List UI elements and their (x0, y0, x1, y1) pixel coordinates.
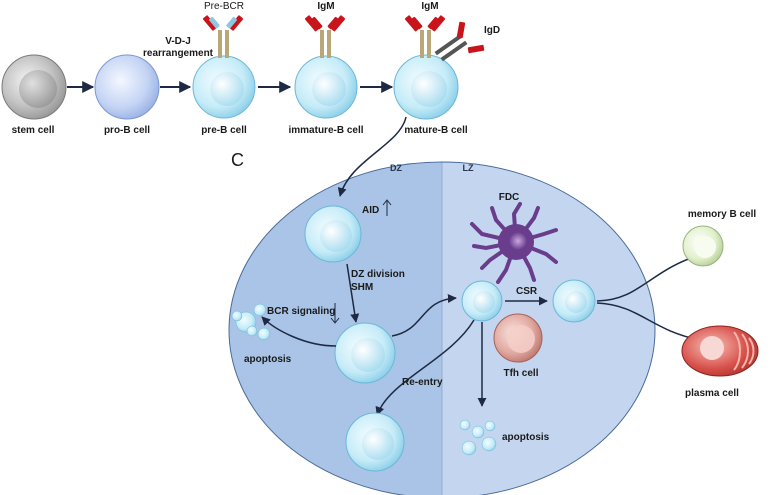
stem-cell-label: stem cell (12, 125, 55, 136)
arrow-mature-into-gc (337, 116, 407, 197)
csr-label: CSR (516, 286, 538, 297)
igm-label-mature: IgM (421, 1, 438, 12)
igm-receptor-mature (404, 15, 446, 58)
igm-label-immature: IgM (317, 1, 334, 12)
bcr-down-arrow (330, 303, 340, 324)
pro-b-cell-label: pro-B cell (104, 125, 150, 136)
rearrangement-label: rearrangement (143, 48, 214, 59)
pre-b-cell-label: pre-B cell (201, 125, 247, 136)
plasma-cell-label: plasma cell (685, 388, 739, 399)
apoptotic-bodies-bottom (459, 419, 497, 456)
panel-letter: C (231, 150, 244, 170)
apoptosis-left-label: apoptosis (244, 354, 292, 365)
tfh-cell (493, 313, 543, 363)
light-zone-label: LZ (463, 163, 474, 173)
mature-b-cell-label: mature-B cell (404, 125, 468, 136)
plasma-cell (681, 325, 759, 377)
shm-label: SHM (351, 282, 373, 293)
aid-label: AID (362, 205, 379, 216)
stem-cell (1, 54, 67, 120)
arrow-to-plasma (596, 302, 701, 343)
mature-b-cell (393, 54, 459, 120)
immature-b-cell (294, 55, 358, 119)
class-switched-cell (552, 279, 596, 323)
arrow-to-memory (596, 253, 701, 302)
germinal-center (228, 161, 656, 495)
pro-b-cell (94, 54, 160, 120)
re-entry-cell (345, 412, 405, 472)
dz-centroblast-cell (304, 205, 362, 263)
igd-receptor (434, 21, 485, 62)
aid-up-arrow (382, 199, 392, 216)
immature-b-cell-label: immature-B cell (288, 125, 363, 136)
apoptotic-bodies-left (231, 303, 271, 341)
memory-b-cell-label: memory B cell (688, 209, 757, 220)
igm-receptor-immature (304, 15, 346, 58)
bcr-signaling-label: BCR signaling (267, 306, 335, 317)
pre-bcr-label: Pre-BCR (204, 1, 244, 12)
fdc-label: FDC (499, 192, 520, 203)
arrow-dz-to-lz (391, 293, 457, 337)
pre-b-cell (192, 55, 256, 119)
vdj-label: V-D-J (165, 36, 191, 47)
tfh-cell-label: Tfh cell (503, 368, 538, 379)
fdc-cell (470, 202, 558, 284)
pre-bcr-receptor (202, 15, 244, 58)
dz-dividing-cell (334, 322, 396, 384)
arrow-re-entry (375, 319, 475, 416)
lz-centrocyte-cell (461, 280, 503, 322)
dark-zone-label: DZ (390, 163, 402, 173)
re-entry-label: Re-entry (402, 377, 443, 388)
dz-division-label: DZ division (351, 269, 405, 280)
igd-label: IgD (484, 25, 500, 36)
apoptosis-bottom-label: apoptosis (502, 432, 550, 443)
arrow-to-apoptosis-left (261, 316, 337, 347)
arrow-dz-division (346, 263, 360, 323)
memory-b-cell (682, 225, 724, 267)
